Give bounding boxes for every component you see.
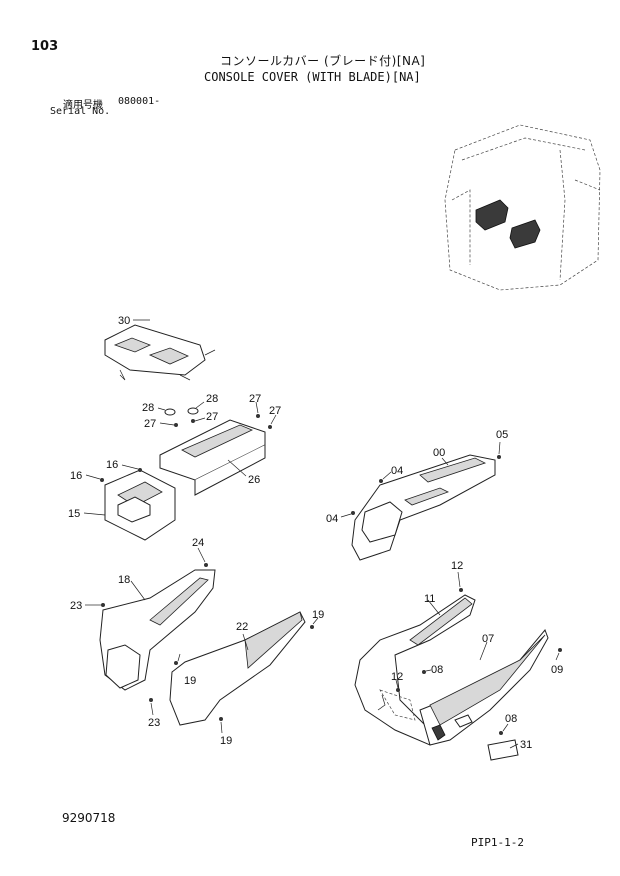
callout-23-left: 23 [70, 600, 82, 612]
callout-28-left: 28 [142, 402, 154, 414]
serial-number-value: 080001- [118, 96, 161, 107]
serial-label-english: Serial No. [50, 106, 111, 117]
part-07-right-cover: 12 12 11 07 08 08 09 31 [354, 560, 563, 761]
callout-30: 30 [118, 315, 130, 327]
page-title-english: CONSOLE COVER (WITH BLADE)[NA] [204, 70, 421, 84]
callout-09: 09 [551, 664, 563, 676]
callout-19-right: 19 [312, 609, 324, 621]
callout-07: 07 [482, 633, 494, 645]
callout-31: 31 [520, 739, 532, 751]
callout-19-left: 19 [184, 675, 196, 687]
callout-26: 26 [248, 474, 260, 486]
page-number: 103 [31, 39, 59, 54]
callout-04-top: 04 [391, 465, 403, 477]
serial-label-japanese: 適用号機 [63, 100, 103, 111]
document-number: 9290718 [62, 811, 116, 825]
page-title-japanese: コンソールカバー (ブレード付)[NA] [220, 54, 426, 68]
callout-27-right: 27 [269, 405, 281, 417]
callout-00: 00 [433, 447, 445, 459]
callout-27-middle: 27 [206, 411, 218, 423]
part-18-side-cover: 24 18 23 23 [70, 537, 216, 729]
callout-04-left: 04 [326, 513, 338, 525]
callout-16-top: 16 [106, 459, 118, 471]
callout-15: 15 [68, 508, 80, 520]
part-00-console-cover: 04 04 00 05 [326, 429, 508, 561]
callout-05: 05 [496, 429, 508, 441]
callout-23-bottom: 23 [148, 717, 160, 729]
part-22-lower-cover: 19 19 19 22 [169, 609, 324, 747]
part-26-upper-cover: 28 28 27 27 27 27 26 [142, 393, 281, 496]
part-30-panel: 30 [104, 315, 216, 381]
part-15-bracket: 16 16 15 [68, 459, 176, 541]
callout-27-top: 27 [249, 393, 261, 405]
callout-08-bottom: 08 [505, 713, 517, 725]
callout-12-left: 12 [391, 671, 403, 683]
callout-11: 11 [424, 593, 435, 605]
callout-22: 22 [236, 621, 248, 633]
callout-19-bottom: 19 [220, 735, 232, 747]
page-code: PIP1-1-2 [471, 836, 524, 849]
callout-12-top: 12 [451, 560, 463, 572]
cab-location-view [444, 124, 601, 291]
callout-27-left: 27 [144, 418, 156, 430]
callout-24: 24 [192, 537, 204, 549]
callout-08-top: 08 [431, 664, 443, 676]
callout-16-left: 16 [70, 470, 82, 482]
callout-28-right: 28 [206, 393, 218, 405]
callout-18: 18 [118, 574, 130, 586]
